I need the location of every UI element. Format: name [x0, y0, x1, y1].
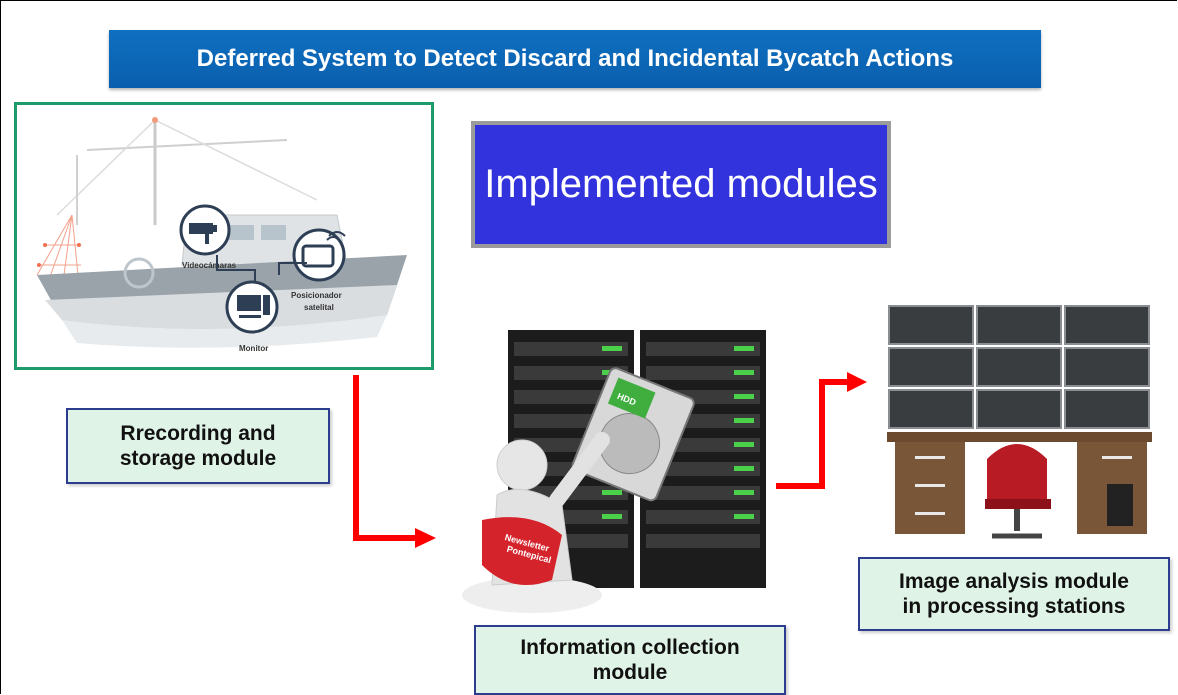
gps-label-1: Posicionador — [291, 291, 342, 300]
boat-panel: Videocámaras Posicionador satelital Moni… — [14, 102, 434, 370]
gps-icon — [292, 228, 346, 282]
hdd-icon: HDD — [571, 367, 695, 502]
monitor-label: Monitor — [239, 344, 268, 353]
monitor-icon — [225, 280, 279, 334]
camera-icon — [179, 204, 231, 256]
courier-figure-icon: Newsletter Pontepical — [462, 432, 610, 613]
image-line2: in processing stations — [902, 595, 1126, 618]
recording-line2: storage module — [119, 447, 277, 470]
video-wall-icon — [887, 305, 1152, 539]
desk-icon — [887, 432, 1152, 534]
slide-title: Deferred System to Detect Discard and In… — [109, 30, 1041, 88]
camera-label: Videocámaras — [182, 261, 237, 270]
recording-line1: Rrecording and — [120, 421, 276, 445]
ship-icon: Videocámaras Posicionador satelital Moni… — [36, 117, 407, 353]
information-line2: module — [592, 661, 668, 684]
implemented-modules-heading: Implemented modules — [471, 121, 891, 248]
information-line1: Information collection — [520, 635, 740, 659]
server-rack-icon: HDD Newsletter Pontepical — [462, 330, 766, 613]
office-chair-icon — [985, 444, 1051, 539]
image-line1: Image analysis module — [899, 569, 1129, 593]
gps-label-2: satelital — [304, 303, 334, 312]
